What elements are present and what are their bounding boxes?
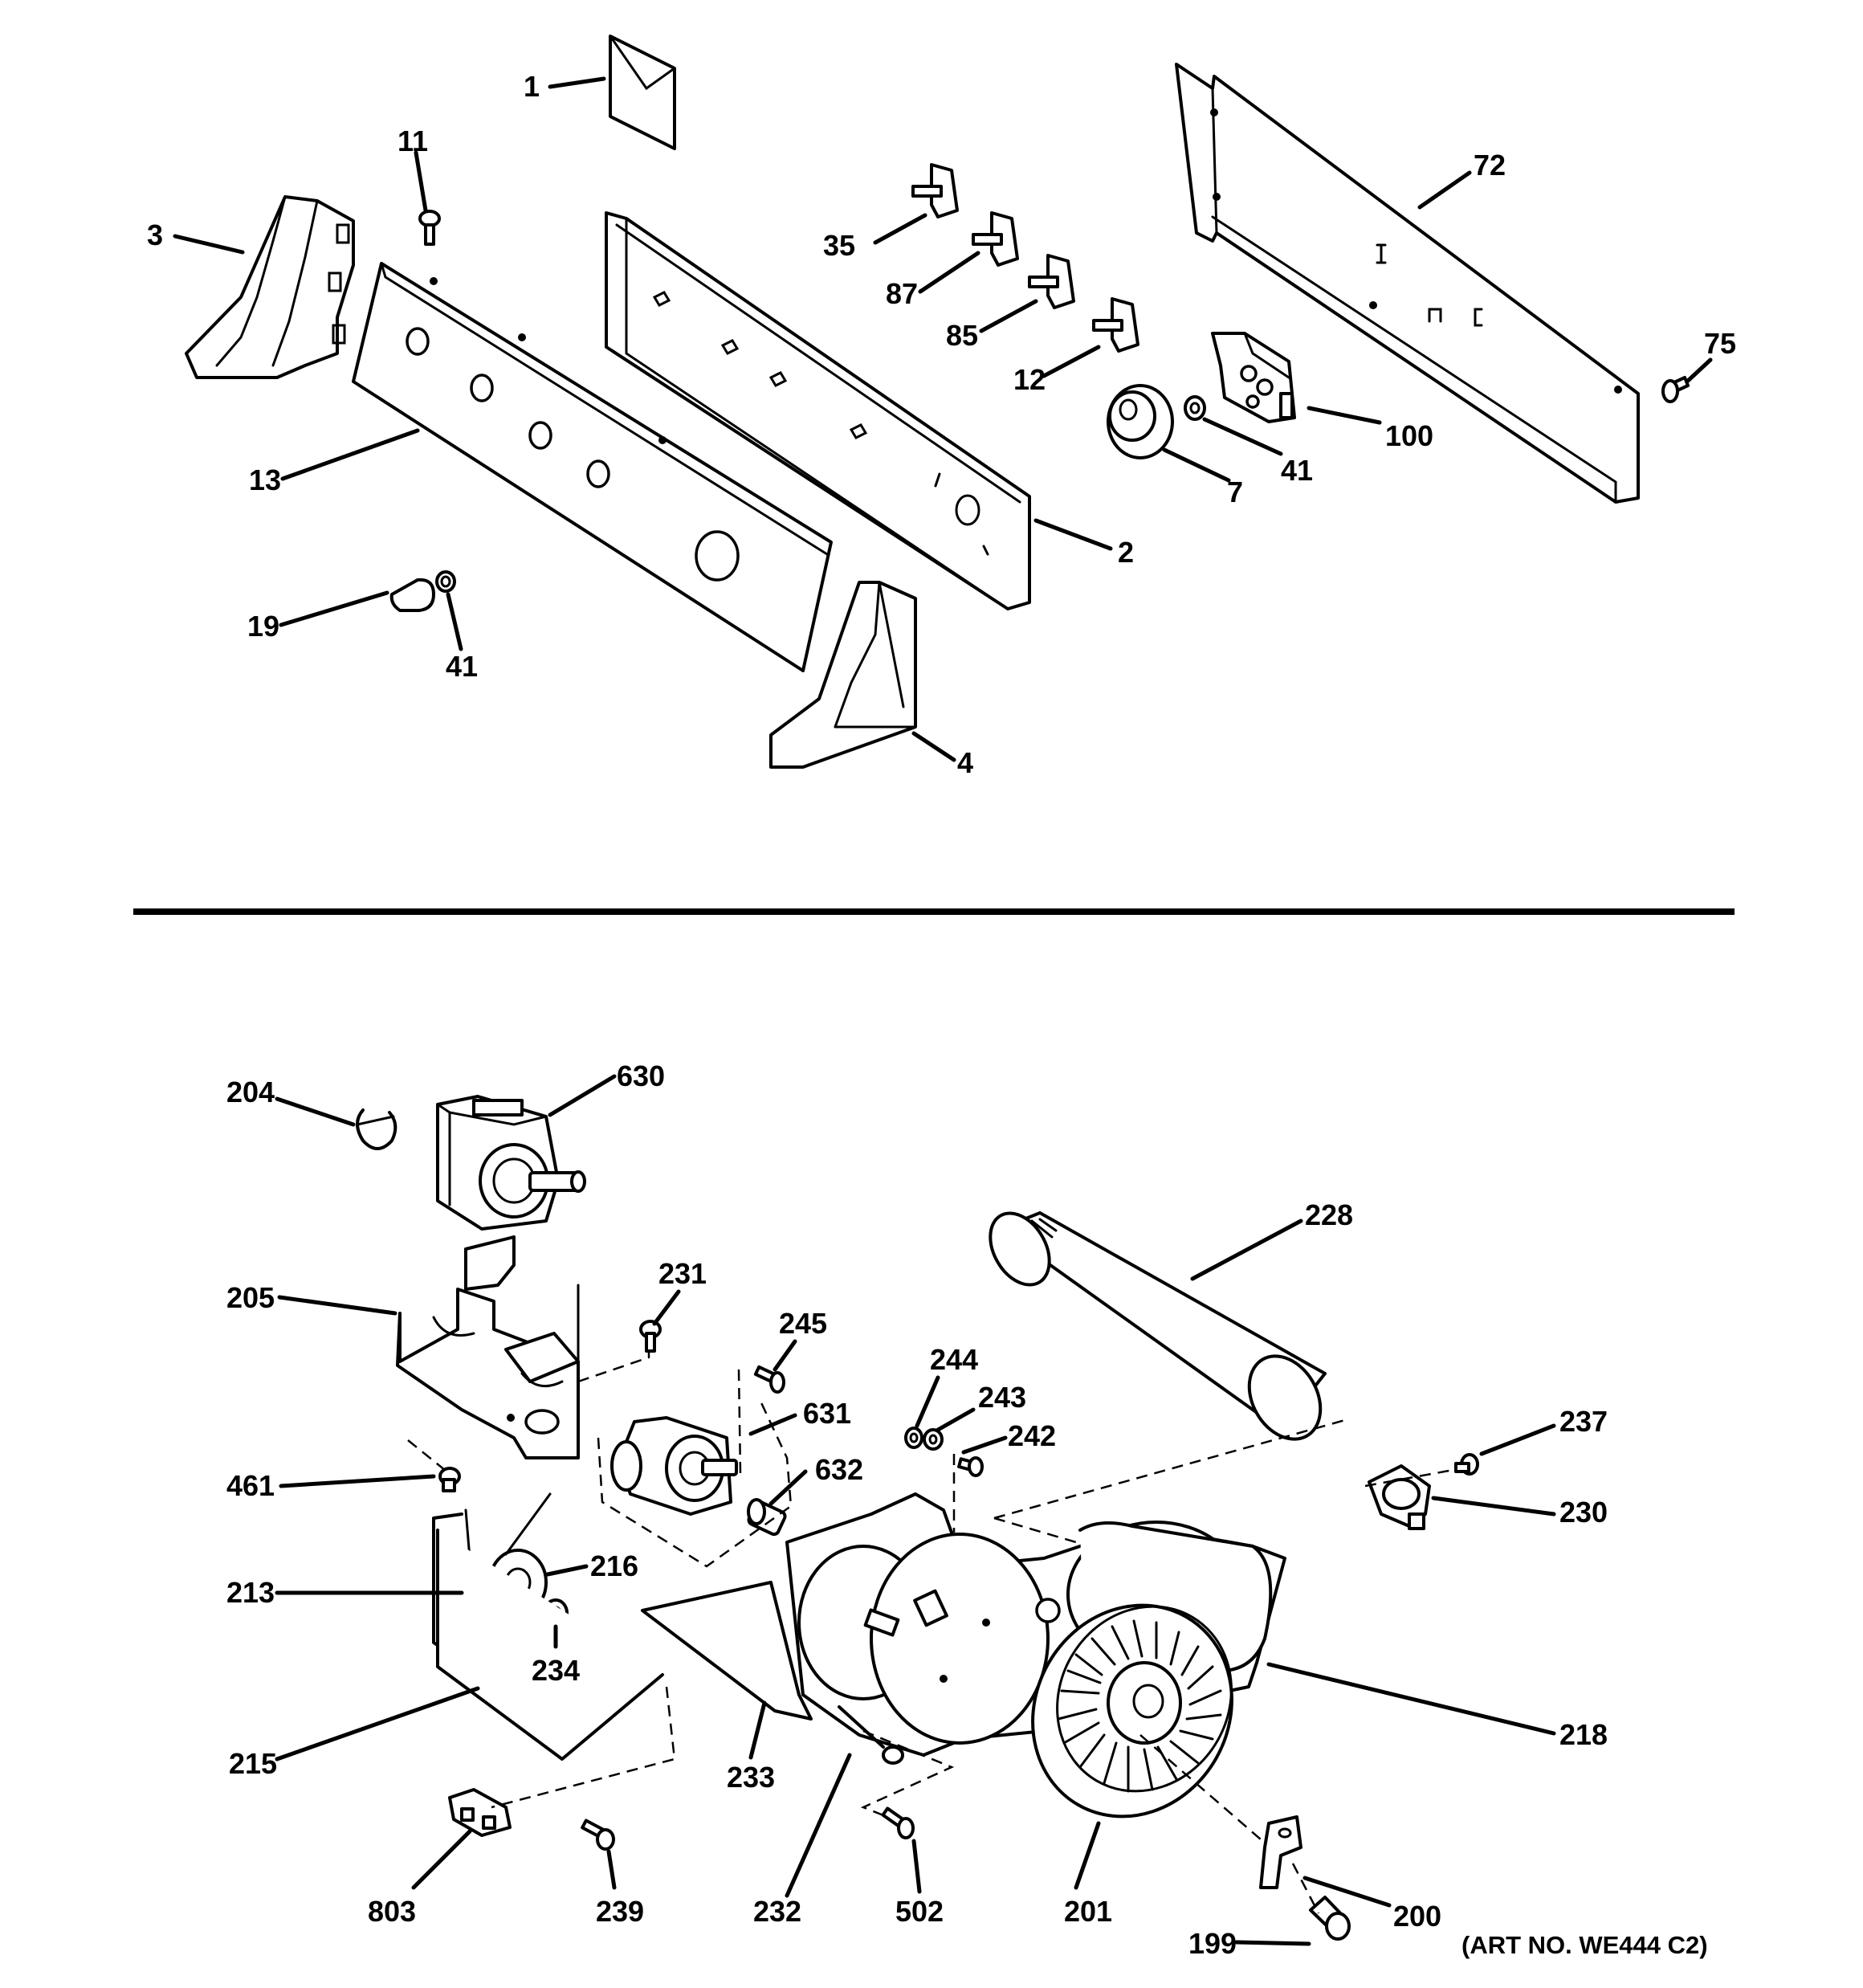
part-242-screw: [957, 1456, 984, 1477]
callout-199: 199: [1188, 1927, 1237, 1960]
callout-218: 218: [1559, 1718, 1608, 1751]
callout-72: 72: [1474, 149, 1506, 182]
callout-230: 230: [1559, 1496, 1608, 1529]
callout-205: 205: [226, 1281, 275, 1314]
callout-4: 4: [957, 746, 973, 779]
callout-1: 1: [524, 70, 540, 103]
callout-213: 213: [226, 1576, 275, 1609]
part-4-right-endcap: [769, 581, 917, 769]
callout-201: 201: [1064, 1895, 1112, 1928]
part-100-timer: [1211, 332, 1296, 423]
callout-19: 19: [247, 610, 279, 643]
callout-244: 244: [930, 1343, 978, 1376]
callout-7: 7: [1227, 476, 1243, 508]
part-41-bushing-left: [435, 570, 456, 593]
part-12-switch: [1092, 297, 1139, 353]
part-215-belt: [436, 1529, 664, 1761]
part-231-screw: [639, 1320, 662, 1353]
part-87-switch: [972, 211, 1019, 267]
callout-461: 461: [226, 1469, 275, 1502]
callout-237: 237: [1559, 1405, 1608, 1438]
callout-231: 231: [658, 1257, 707, 1290]
part-72-back-panel: [1175, 63, 1640, 504]
part-199-bolt: [1309, 1896, 1351, 1941]
part-461-screw: [438, 1467, 461, 1492]
callout-3: 3: [147, 218, 163, 251]
part-237-screw: [1454, 1453, 1479, 1476]
lower-leader-lines: [275, 1074, 1556, 1946]
part-7-knob: [1107, 384, 1174, 459]
callout-242: 242: [1008, 1419, 1056, 1452]
part-204-clip: [356, 1108, 397, 1150]
part-502-screw: [881, 1806, 915, 1839]
part-85-switch: [1028, 254, 1075, 309]
part-201-blower-wheel: [1031, 1603, 1233, 1819]
part-245-screw: [753, 1365, 785, 1394]
part-13-control-panel: [352, 262, 833, 672]
part-630-motor: [436, 1095, 586, 1231]
callout-75: 75: [1704, 327, 1736, 360]
callout-204: 204: [226, 1076, 275, 1108]
part-632-pulley: [747, 1498, 787, 1537]
part-3-left-endcap: [185, 195, 355, 379]
part-200-clip: [1259, 1815, 1302, 1889]
callout-234: 234: [532, 1654, 580, 1687]
callout-630: 630: [617, 1059, 665, 1092]
callout-803: 803: [368, 1895, 416, 1928]
callout-216: 216: [590, 1549, 638, 1582]
part-232-bolt: [838, 1705, 904, 1765]
part-19-knob: [389, 578, 435, 612]
part-2-panel-bracket: [605, 211, 1031, 610]
part-228-exhaust-duct: [989, 1211, 1327, 1441]
part-35-switch: [911, 163, 959, 218]
callout-245: 245: [779, 1307, 827, 1340]
callout-233: 233: [727, 1761, 775, 1794]
callout-200: 200: [1393, 1900, 1441, 1933]
assembly-dashed-lines: [407, 1351, 1454, 1914]
callout-87: 87: [886, 277, 918, 310]
part-230-thermostat: [1368, 1464, 1431, 1530]
callout-12: 12: [1013, 363, 1046, 396]
callout-11: 11: [397, 125, 428, 157]
callout-labels: 1 11 3 13 19 41 4 2 35 87 85 12 72 75 10…: [147, 70, 1736, 1960]
callout-35: 35: [823, 229, 855, 262]
callout-228: 228: [1305, 1198, 1353, 1231]
callout-631: 631: [803, 1397, 851, 1430]
part-233-motor-base: [641, 1581, 813, 1721]
art-number: (ART NO. WE444 C2): [1461, 1931, 1708, 1959]
callout-232: 232: [753, 1895, 801, 1928]
callout-502: 502: [895, 1895, 944, 1928]
callout-243: 243: [978, 1381, 1026, 1414]
part-243-washer: [923, 1428, 944, 1451]
callout-41-right: 41: [1281, 454, 1313, 487]
callout-215: 215: [229, 1747, 277, 1780]
part-631-motor: [610, 1416, 738, 1516]
part-75-screw: [1661, 376, 1690, 403]
callout-100: 100: [1385, 419, 1433, 452]
part-41-bushing-right: [1184, 395, 1206, 421]
callout-2: 2: [1118, 536, 1134, 569]
callout-41-left: 41: [446, 650, 478, 683]
part-803-switch: [448, 1788, 512, 1837]
part-239-screw: [581, 1819, 615, 1851]
part-205-motor-bracket: [396, 1235, 580, 1459]
part-1-envelope: [609, 35, 676, 150]
part-11-screw: [418, 210, 441, 246]
callout-85: 85: [946, 319, 978, 352]
callout-239: 239: [596, 1895, 644, 1928]
part-244-nut: [904, 1427, 923, 1449]
upper-leader-lines: [173, 76, 1713, 762]
callout-13: 13: [249, 463, 281, 496]
callout-632: 632: [815, 1453, 863, 1486]
